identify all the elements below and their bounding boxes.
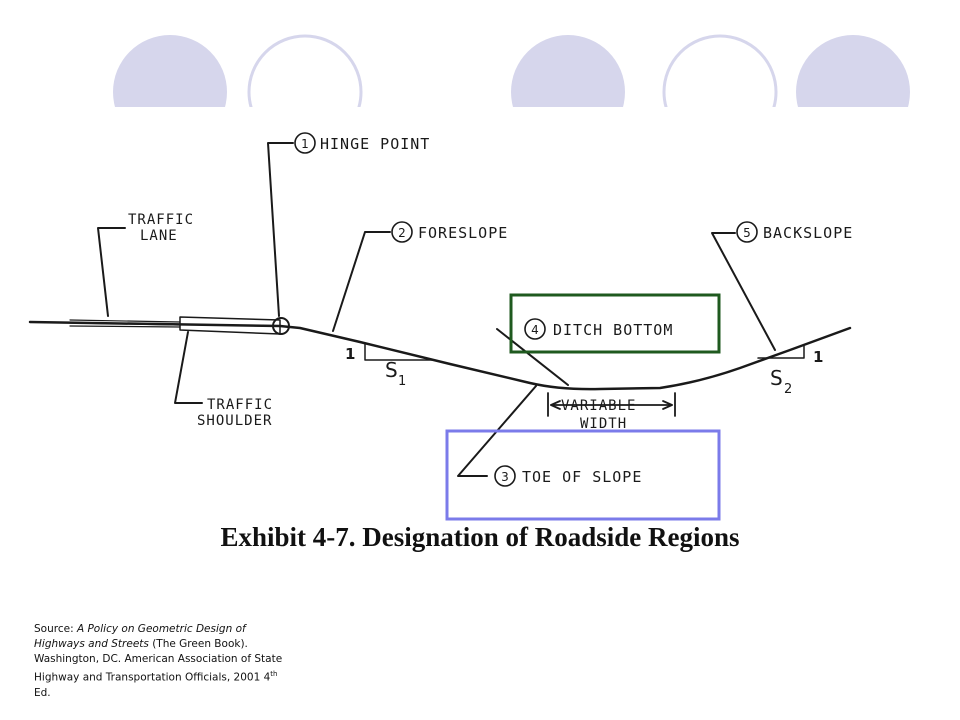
deco-circle-outline	[662, 34, 778, 107]
hinge-point-label: HINGE POINT	[320, 135, 430, 153]
toe-of-slope-highlight-box	[445, 429, 721, 521]
ditch-bottom-label: DITCH BOTTOM	[553, 321, 673, 339]
callout-number-circle	[294, 132, 316, 154]
slope1-rise-label: 1	[345, 345, 355, 363]
source-book-title: A Policy on Geometric Design of Highways…	[34, 623, 246, 650]
ditch-bottom-highlight-box	[509, 293, 721, 354]
leader-foreslope	[332, 231, 391, 332]
deco-circle-filled	[113, 35, 227, 107]
leader-traffic-lane	[97, 227, 126, 317]
backslope-label: BACKSLOPE	[763, 224, 853, 242]
source-details: (The Green Book). Washington, DC. Americ…	[34, 638, 283, 684]
leader-ditch-bottom	[496, 328, 569, 386]
slope1-subscript: 1	[398, 374, 406, 389]
leader-traffic-shoulder	[174, 331, 203, 404]
variable-width-arrow-left	[550, 400, 561, 410]
exhibit-title: Exhibit 4-7. Designation of Roadside Reg…	[220, 522, 740, 552]
leader-hinge-point	[267, 142, 294, 317]
deco-circle-filled	[796, 35, 910, 107]
slope-triangle-2	[757, 345, 805, 359]
traffic-shoulder-label-line2: SHOULDER	[197, 413, 272, 429]
ditch-bottom-number: 4	[531, 323, 539, 337]
source-prefix: Source:	[34, 623, 77, 635]
variable-width-arrow-right	[662, 400, 673, 410]
variable-width-dimension	[547, 392, 676, 417]
source-suffix: Ed.	[34, 686, 51, 699]
decorative-circles	[113, 34, 910, 107]
road-surface-line	[28, 320, 852, 391]
deco-circle-filled	[511, 35, 625, 107]
hinge-point-marker	[272, 317, 290, 335]
deco-circle-outline	[247, 34, 363, 107]
source-citation: Source: A Policy on Geometric Design of …	[34, 622, 284, 701]
source-edition-sup: th	[270, 670, 278, 678]
callout-number-circle	[524, 318, 546, 340]
toe-of-slope-label: TOE OF SLOPE	[522, 468, 642, 486]
traffic-lane-label-line2: LANE	[140, 228, 178, 244]
leader-toe-of-slope	[457, 385, 537, 477]
variable-label: VARIABLE	[561, 398, 636, 414]
foreslope-number: 2	[398, 226, 406, 240]
hinge-point-number: 1	[301, 137, 309, 151]
slope-triangle-1	[364, 343, 433, 361]
slope1-s-label: S	[385, 358, 398, 382]
width-label: WIDTH	[580, 416, 627, 432]
slope2-subscript: 2	[784, 382, 792, 397]
foreslope-label: FORESLOPE	[418, 224, 508, 242]
callout-number-circle	[391, 221, 413, 243]
traffic-shoulder-label-line1: TRAFFIC	[207, 397, 273, 413]
callout-number-circle	[494, 465, 516, 487]
callout-number-circle	[736, 221, 758, 243]
leader-backslope	[711, 232, 776, 351]
slope2-rise-label: 1	[813, 348, 823, 366]
traffic-lane-hatch	[69, 319, 181, 328]
slope2-s-label: S	[770, 366, 783, 390]
backslope-number: 5	[743, 226, 751, 240]
traffic-lane-label-line1: TRAFFIC	[128, 212, 194, 228]
toe-of-slope-number: 3	[501, 470, 509, 484]
